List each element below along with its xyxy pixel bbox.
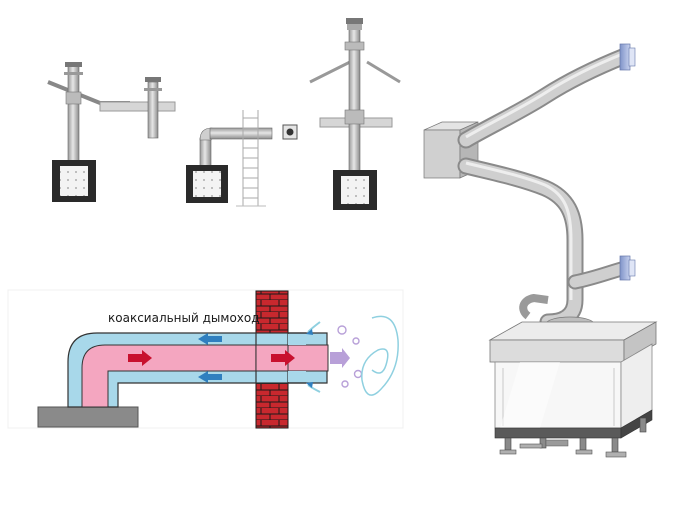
chimney-cap-secondary (145, 77, 161, 82)
intake-curl-top (307, 321, 321, 333)
wall-terminal-hole (286, 128, 294, 136)
top-outlet-flange (619, 43, 631, 71)
fireplace-hood-side (623, 321, 657, 363)
stove-roof-chimney-diagram (47, 62, 176, 202)
chimney-cap-3 (346, 18, 363, 24)
roof-rafter-left (309, 60, 351, 84)
roof-line (47, 80, 130, 105)
fireplace-base-side (620, 409, 653, 439)
top-outlet-grille (628, 47, 636, 67)
chimney-collar-secondary (144, 88, 162, 91)
chimney-collar (64, 72, 83, 75)
ceiling-slab (99, 101, 176, 112)
fireplace-hood-front (489, 339, 625, 363)
coaxial-label: коаксиальный дымоход (108, 311, 260, 325)
distribution-box-front (423, 129, 461, 179)
stove-door (60, 166, 88, 196)
intake-arrow-bottom (198, 371, 222, 383)
intake-curl-bottom (307, 384, 321, 393)
chimney-cap (65, 62, 82, 67)
chimney-cap-body-3 (347, 24, 362, 30)
stove-wall-exit-diagram (186, 110, 298, 207)
intake-arrow-top (198, 333, 222, 345)
ceiling-pass-3 (344, 109, 365, 125)
air-intake-fitting (545, 439, 569, 447)
lower-outlet-grille (628, 259, 636, 277)
intake-small-arrows (306, 329, 313, 388)
fireplace-feet (499, 443, 627, 458)
lower-duct-highlight (465, 161, 573, 300)
fireplace-3d-model (423, 43, 658, 458)
masonry-wall (236, 110, 266, 207)
stove-door-3 (341, 176, 369, 204)
lower-duct (459, 159, 582, 329)
chimney-pipe (67, 62, 80, 170)
intake-air-curls (307, 321, 321, 393)
upper-duct-highlight (465, 51, 626, 139)
upper-duct (459, 49, 632, 147)
exhaust-arrow-2 (271, 350, 295, 366)
exhaust-arrow-1 (128, 350, 152, 366)
roof-flashing-3 (344, 41, 365, 51)
horizontal-flue-pipe (209, 127, 273, 140)
lower-outlet-flange (619, 255, 631, 281)
side-bracket (519, 293, 549, 320)
intake-flow-arrows (198, 333, 222, 383)
coaxial-chimney-schematic: коаксиальный дымоход (7, 289, 404, 429)
glass-shine (500, 362, 560, 428)
fireplace-base (494, 427, 622, 439)
roof-flashing (65, 91, 82, 105)
stove-pitched-roof-diagram (309, 18, 401, 210)
exhaust-bubbles (337, 325, 363, 388)
exhaust-swirl (361, 315, 399, 396)
exhaust-flow-arrows (128, 350, 295, 366)
floor-base (37, 406, 139, 428)
exhaust-plume-arrow (330, 348, 350, 368)
stove-door-2 (193, 171, 221, 197)
roof-rafter-right (366, 60, 401, 84)
